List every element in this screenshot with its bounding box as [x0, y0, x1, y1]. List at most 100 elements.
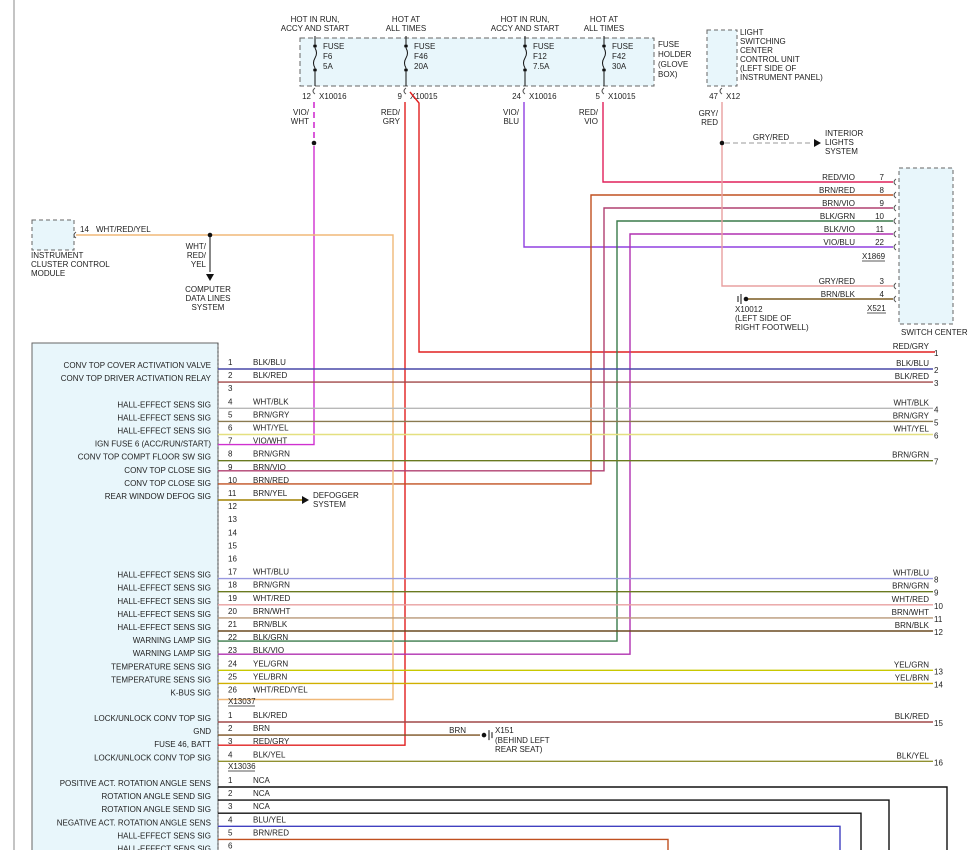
fuse-terminal-icon: [602, 68, 606, 72]
fuse-terminal-icon: [602, 44, 606, 48]
lscu-label: INSTRUMENT PANEL): [740, 73, 823, 82]
wire-kbus: [76, 234, 394, 701]
wire-red-gry: [218, 102, 406, 746]
fuse-pin-terminal-icon: [312, 87, 316, 95]
module-pin-number: 23: [228, 646, 237, 655]
far-wire-color: BLK/RED: [895, 372, 929, 381]
module-wire-color: BRN/BLK: [253, 620, 288, 629]
module-pin-number: 10: [228, 476, 237, 485]
module-pin-number: 5: [228, 828, 233, 837]
icm-pin-number: 14: [80, 225, 89, 234]
interior-lights-label: INTERIOR: [825, 129, 863, 138]
switch-center-pin-number: 7: [880, 173, 885, 182]
module-pin-number: 6: [228, 424, 233, 433]
ground-dot: [481, 732, 487, 738]
wire-blk-grn-sc: [218, 220, 893, 642]
module-pin-number: 12: [228, 502, 237, 511]
wire-bus: [218, 799, 890, 850]
module-pin-number: 1: [228, 776, 233, 785]
fuse-connector-id: X10015: [608, 92, 636, 101]
module-pin-number: 11: [228, 489, 237, 498]
convertible-top-module-box: [31, 342, 219, 854]
ground-location: (LEFT SIDE OF: [735, 314, 791, 323]
lscu-connector-id: X12: [726, 92, 741, 101]
switch-center-connector-id: X521: [867, 304, 886, 313]
wire-vio-wht: [218, 146, 315, 446]
ground-location: RIGHT FOOTWELL): [735, 323, 809, 332]
ground-location: REAR SEAT): [495, 745, 543, 754]
splice-dot-gry-red: [719, 140, 725, 146]
lscu-label: SWITCHING: [740, 37, 786, 46]
lscu-label: (LEFT SIDE OF: [740, 64, 796, 73]
wire-brn-vio-sc: [218, 207, 893, 472]
fuse-name-label: 20A: [414, 62, 429, 71]
fuse-name-label: F42: [612, 52, 626, 61]
switch-center-pin-number: 3: [880, 277, 885, 286]
module-wire-color: BLK/RED: [253, 371, 287, 380]
module-pin-function: CONV TOP COMPT FLOOR SW SIG: [78, 453, 211, 462]
icm-label: INSTRUMENT: [31, 251, 84, 260]
module-wire-color: BRN/GRN: [253, 581, 290, 590]
module-wire-color: VIO/WHT: [253, 437, 287, 446]
fuse-name-label: FUSE: [612, 42, 633, 51]
module-pin-function: TEMPERATURE SENS SIG: [111, 662, 211, 671]
wire-red-vio: [602, 102, 893, 183]
fuse-supply-label: HOT IN RUN,: [291, 15, 340, 24]
ground-location: (BEHIND LEFT: [495, 736, 550, 745]
far-wire-color: BRN/WHT: [892, 608, 929, 617]
module-pin-number: 26: [228, 686, 237, 695]
module-wire-color: BRN/YEL: [253, 489, 288, 498]
module-wire-color: YEL/GRN: [253, 659, 288, 668]
wire-brn-red-sc: [218, 194, 893, 485]
fuse-supply-label: HOT IN RUN,: [501, 15, 550, 24]
module-pin-function: CONV TOP COVER ACTIVATION VALVE: [64, 361, 211, 370]
module-pin-function: HALL-EFFECT SENS SIG: [117, 571, 211, 580]
connector-id-x13036: X13036: [228, 762, 256, 771]
module-wire-color: BRN: [253, 724, 270, 733]
far-pin-number: 12: [934, 628, 943, 637]
fuse-pin-number: 5: [596, 92, 601, 101]
switch-center-pin-terminal-icon: [893, 204, 897, 212]
fuse-holder-box: [299, 37, 655, 87]
module-pin-function: HALL-EFFECT SENS SIG: [117, 584, 211, 593]
fuse-holder-text: HOLDER: [658, 50, 692, 59]
module-wire-color: RED/GRY: [253, 737, 290, 746]
fuse-terminal-icon: [404, 44, 408, 48]
lscu-pin-number: 47: [709, 92, 718, 101]
ground-icon: [488, 730, 493, 741]
far-wire-color: BLK/YEL: [897, 751, 930, 760]
module-pin-function: IGN FUSE 6 (ACC/RUN/START): [95, 440, 211, 449]
module-wire-color: WHT/RED/YEL: [253, 686, 308, 695]
switch-center-pin-terminal-icon: [893, 295, 897, 303]
module-pin-function: HALL-EFFECT SENS SIG: [117, 623, 211, 632]
ground-icon: [737, 294, 742, 304]
module-pin-function: HALL-EFFECT SENS SIG: [117, 831, 211, 840]
module-pin-number: 2: [228, 371, 233, 380]
light-switching-center-box: [706, 29, 738, 87]
module-wire-color: BLK/YEL: [253, 750, 286, 759]
far-pin-number: 16: [934, 758, 943, 767]
fuse-terminal-icon: [404, 68, 408, 72]
fuse-terminal-icon: [523, 68, 527, 72]
switch-center-wire-color: BLK/VIO: [824, 225, 855, 234]
module-pin-function: TEMPERATURE SENS SIG: [111, 675, 211, 684]
module-pin-function: HALL-EFFECT SENS SIG: [117, 597, 211, 606]
module-pin-number: 6: [228, 842, 233, 851]
switch-center-wire-color: RED/VIO: [822, 173, 855, 182]
module-pin-number: 17: [228, 568, 237, 577]
far-pin-number: 14: [934, 680, 943, 689]
module-pin-number: 14: [228, 528, 237, 537]
fuse-connector-id: X10016: [529, 92, 557, 101]
switch-center-wire-color: BRN/BLK: [821, 290, 856, 299]
module-pin-number: 19: [228, 594, 237, 603]
fuse-connector-id: X10015: [410, 92, 438, 101]
splice-dot-kbus: [207, 232, 213, 238]
module-pin-number: 25: [228, 672, 237, 681]
module-wires: [76, 91, 948, 850]
fuse-pin-terminal-icon: [522, 87, 526, 95]
icm-label: MODULE: [31, 269, 65, 278]
switch-center-pin-number: 9: [880, 199, 885, 208]
